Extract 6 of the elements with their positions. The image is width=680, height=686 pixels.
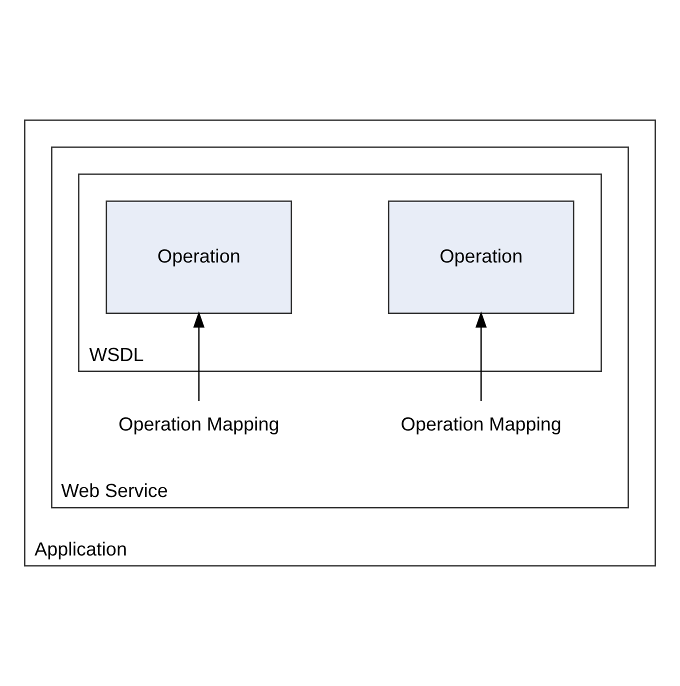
node-text: Operation Mapping (400, 414, 562, 436)
node-text: Operation Mapping (118, 414, 280, 436)
arrow (193, 311, 205, 402)
node-box: Operation (388, 200, 574, 314)
arrow (475, 311, 487, 402)
node-box: Operation (106, 200, 292, 314)
